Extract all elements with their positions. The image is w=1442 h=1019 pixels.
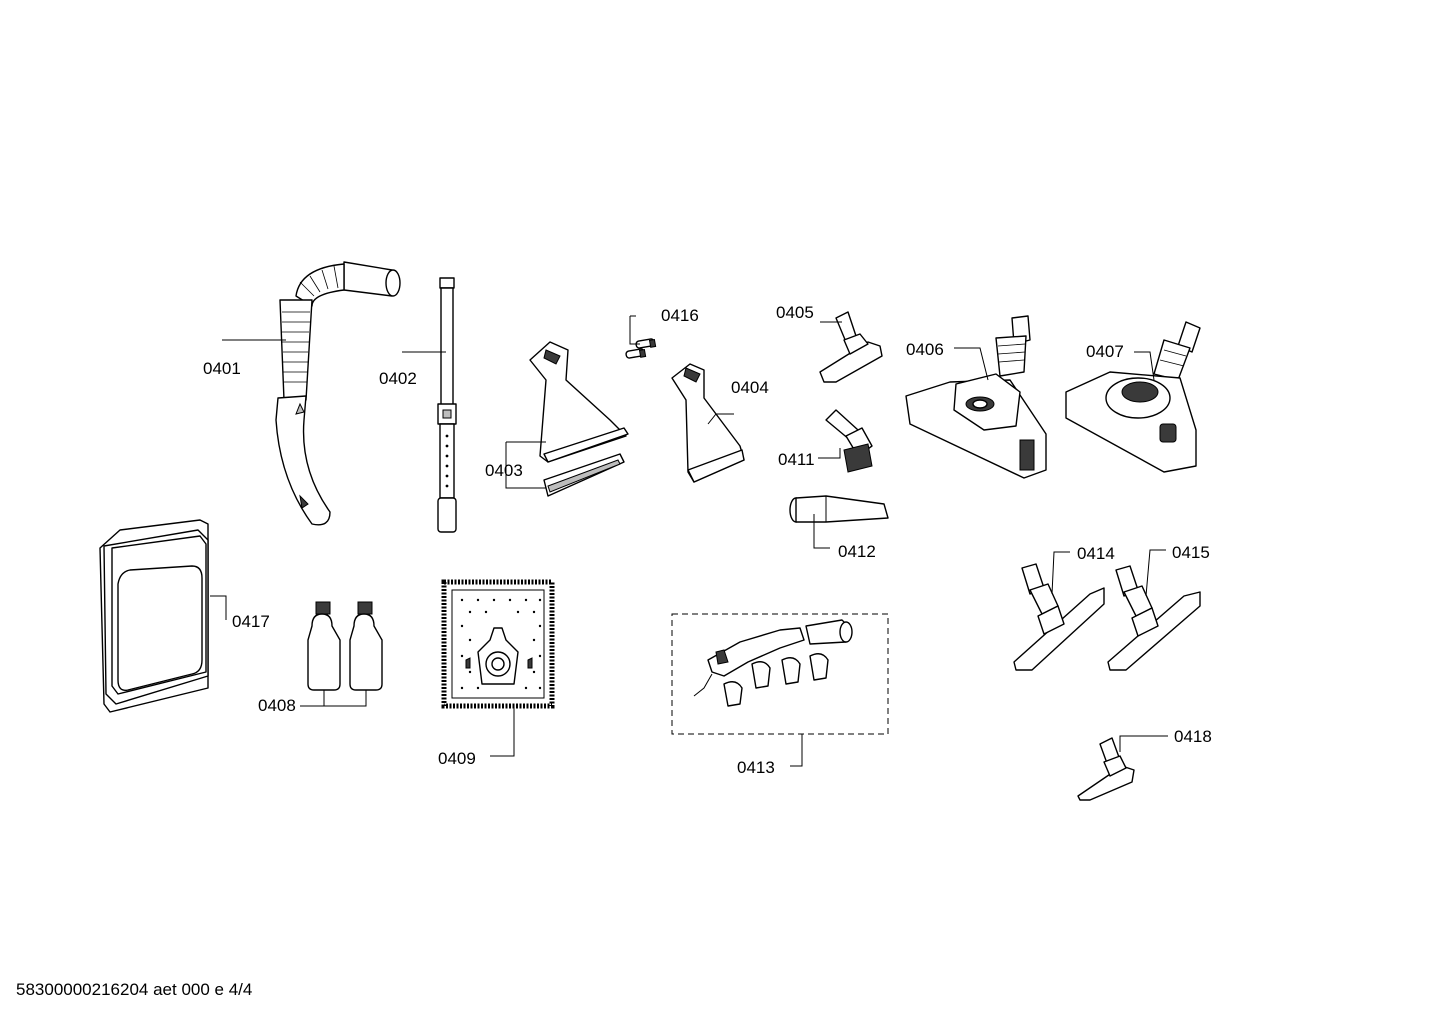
part-labels: 0401 0402 0403 0404 0405 0406 0407 0408 …	[203, 303, 1212, 777]
part-0413-accessory-kit[interactable]	[671, 613, 889, 735]
part-0414-hard-floor-nozzle[interactable]	[1013, 563, 1105, 671]
part-0404-wash-nozzle[interactable]	[671, 363, 745, 483]
part-0418-small-nozzle[interactable]	[1077, 737, 1135, 801]
label-0416: 0416	[661, 306, 699, 325]
label-0412: 0412	[838, 542, 876, 561]
leader-lines	[210, 315, 1168, 767]
part-0402-telescopic-tube[interactable]	[437, 277, 457, 533]
label-0404: 0404	[731, 378, 769, 397]
part-0407-floor-brush[interactable]	[1065, 321, 1201, 473]
label-0409: 0409	[438, 749, 476, 768]
label-0401: 0401	[203, 359, 241, 378]
part-0416-pins[interactable]	[625, 338, 657, 359]
label-0402: 0402	[379, 369, 417, 388]
label-0411: 0411	[778, 450, 815, 469]
part-0405-small-nozzle[interactable]	[819, 311, 883, 383]
part-0417-dust-bags[interactable]	[99, 519, 209, 713]
label-0405: 0405	[776, 303, 814, 322]
part-0406-turbo-brush[interactable]	[905, 315, 1047, 479]
label-0418: 0418	[1174, 727, 1212, 746]
label-0406: 0406	[906, 340, 944, 359]
label-0403: 0403	[485, 461, 523, 480]
part-0411-dusting-brush[interactable]	[825, 409, 873, 473]
label-0413: 0413	[737, 758, 775, 777]
part-0403-upholstery-nozzle[interactable]	[529, 341, 629, 497]
label-0408: 0408	[258, 696, 296, 715]
part-0412-crevice-tool[interactable]	[789, 495, 889, 523]
label-0414: 0414	[1077, 544, 1115, 563]
part-0409-filter-mat[interactable]	[441, 579, 555, 709]
label-0415: 0415	[1172, 543, 1210, 562]
label-0407: 0407	[1086, 342, 1124, 361]
label-0417: 0417	[232, 612, 270, 631]
part-0401-hose[interactable]	[275, 261, 401, 526]
part-0415-hard-floor-nozzle[interactable]	[1107, 565, 1201, 671]
part-0408-cleaning-bottles[interactable]	[307, 601, 383, 691]
document-footer: 58300000216204 aet 000 e 4/4	[16, 980, 253, 999]
